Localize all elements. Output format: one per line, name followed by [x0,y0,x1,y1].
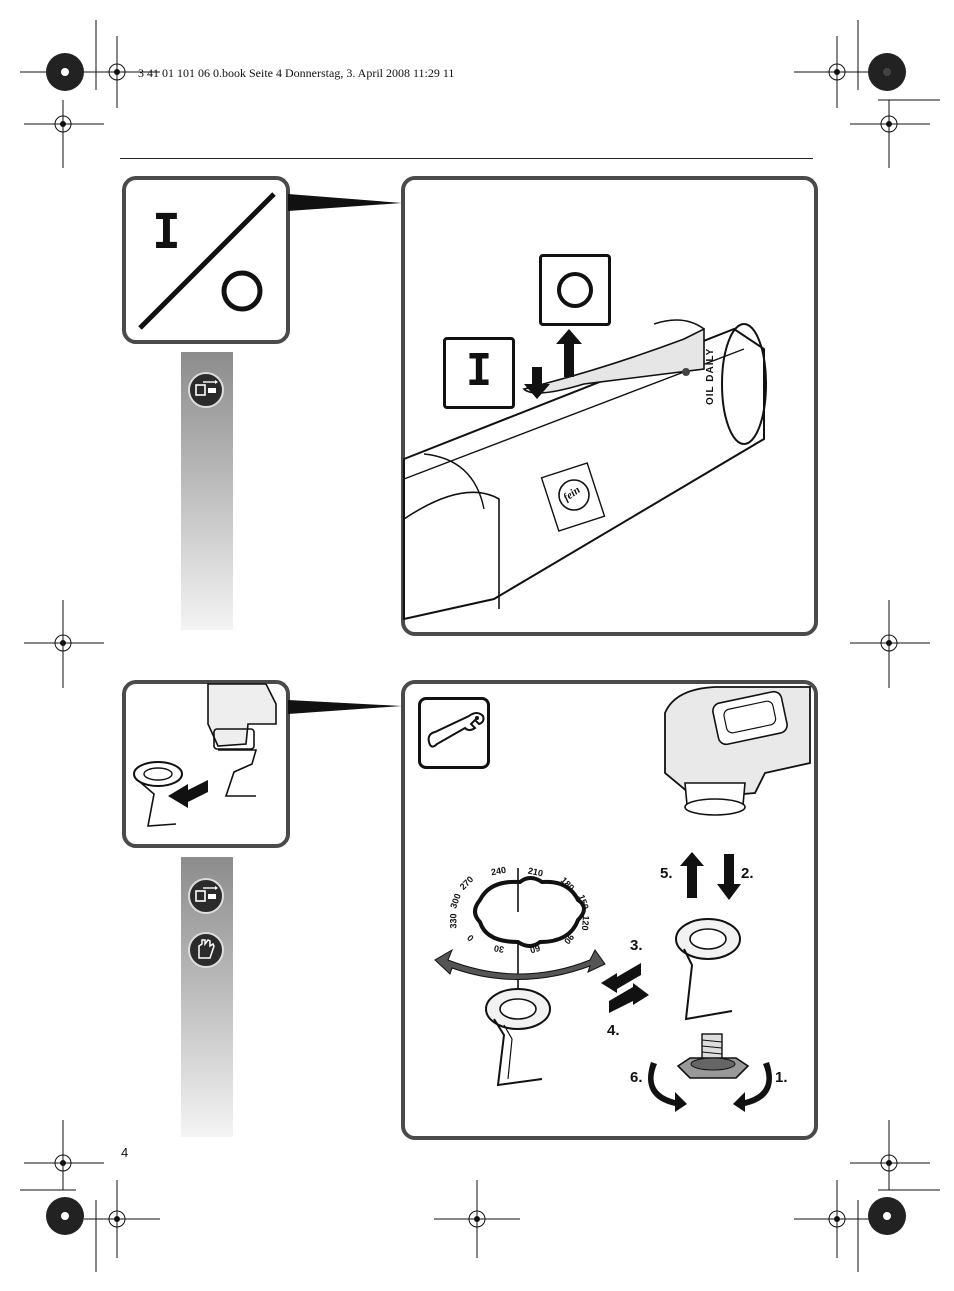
flange-screw [676,1033,750,1079]
step-label-2: 2. [741,865,754,882]
dial-label-330: 330 [448,913,459,929]
unplug-plug-icon [188,372,224,408]
step-label-6: 6. [630,1069,643,1086]
unplug-plug-icon-2 [188,878,224,914]
machine-label-text: OIL DAILY [705,347,716,405]
gloves-icon [188,932,224,968]
switch-on-symbol: I [152,204,181,260]
machine-switch-illustration [403,319,767,621]
dial-label-120: 120 [579,915,592,931]
header-rule [120,158,813,159]
step-label-5: 5. [660,865,673,882]
callout-wedge-2 [288,700,402,714]
machine-head-illustration [664,686,811,816]
blade-right [675,918,741,1021]
on-position-symbol: I [465,345,493,396]
off-position-box [539,254,611,326]
angle-dial [434,868,606,990]
step-label-3: 3. [630,937,643,954]
callout-wedge-1 [288,194,402,211]
arrows-up-down [680,852,741,900]
on-off-switch-icon [138,192,276,330]
page-number: 4 [121,1145,129,1160]
step-label-1: 1. [775,1069,788,1086]
blade-left [485,988,551,1087]
print-header: 3 41 01 101 06 0.book Seite 4 Donnerstag… [138,66,455,80]
tool-change-mini-illustration [133,683,277,827]
step-label-4: 4. [607,1022,620,1039]
rotation-arrows [648,1062,772,1112]
arrows-left-right [601,963,649,1013]
dial-label-30: 30 [493,943,505,955]
starburst-marks [46,53,906,1235]
off-symbol-circle [557,272,593,308]
on-position-box [443,337,515,409]
wrench-icon [418,697,490,769]
